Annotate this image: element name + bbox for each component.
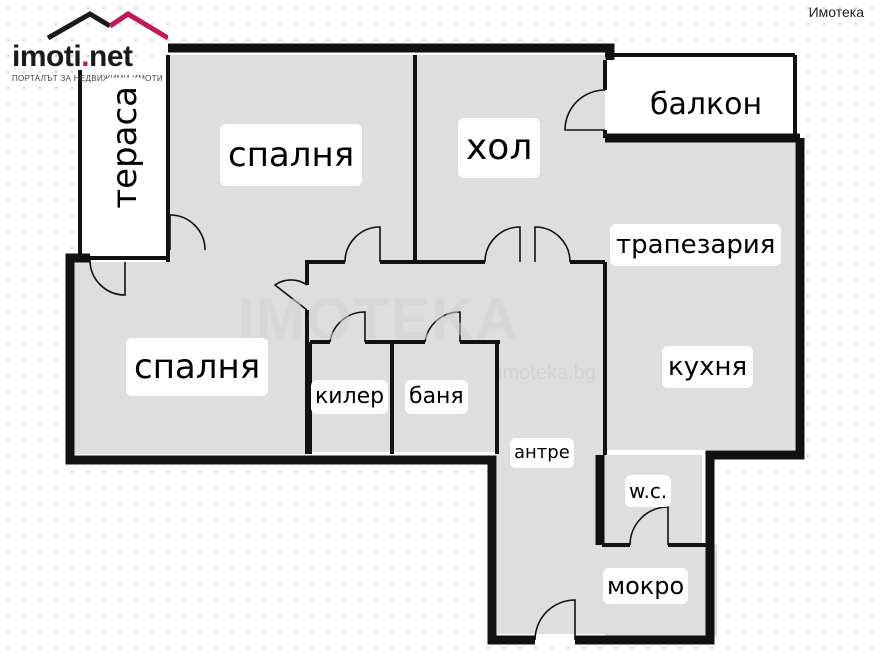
room-label-terrace: тераса bbox=[104, 78, 146, 217]
outer-walls bbox=[65, 43, 805, 645]
imoteka-watermark-url: imoteka.bg bbox=[498, 362, 596, 384]
room-label-bedroom-top: спалня bbox=[220, 124, 363, 186]
room-label-dining: трапезария bbox=[610, 224, 782, 266]
room-label-storage: килер bbox=[311, 380, 389, 414]
room-label-balcony: балкон bbox=[650, 87, 763, 122]
imoti-logo[interactable]: imoti.net ПОРТАЛЪТ ЗА НЕДВИЖИМИ ИМОТИ bbox=[8, 8, 168, 84]
logo-tagline: ПОРТАЛЪТ ЗА НЕДВИЖИМИ ИМОТИ bbox=[12, 74, 163, 83]
corridor-area bbox=[305, 262, 605, 342]
room-label-living: хол bbox=[458, 118, 541, 178]
room-label-bathroom: баня bbox=[405, 380, 468, 414]
corner-watermark-text: Имотека bbox=[808, 4, 864, 20]
house-roof-icon bbox=[46, 11, 168, 41]
room-label-wet-room: мокро bbox=[603, 568, 689, 604]
imoteka-watermark: IMOTEKA bbox=[238, 287, 520, 352]
logo-brand: imoti.net bbox=[12, 40, 133, 73]
room-label-kitchen: кухня bbox=[662, 346, 754, 388]
room-label-wc: w.c. bbox=[625, 475, 672, 507]
hallway-area bbox=[497, 342, 605, 634]
dining-kitchen-area bbox=[605, 138, 795, 450]
room-label-hallway: антре bbox=[510, 438, 574, 468]
balcony-area bbox=[605, 55, 795, 135]
door-swings bbox=[89, 89, 669, 641]
room-label-bedroom-bottom: спалня bbox=[126, 338, 269, 396]
